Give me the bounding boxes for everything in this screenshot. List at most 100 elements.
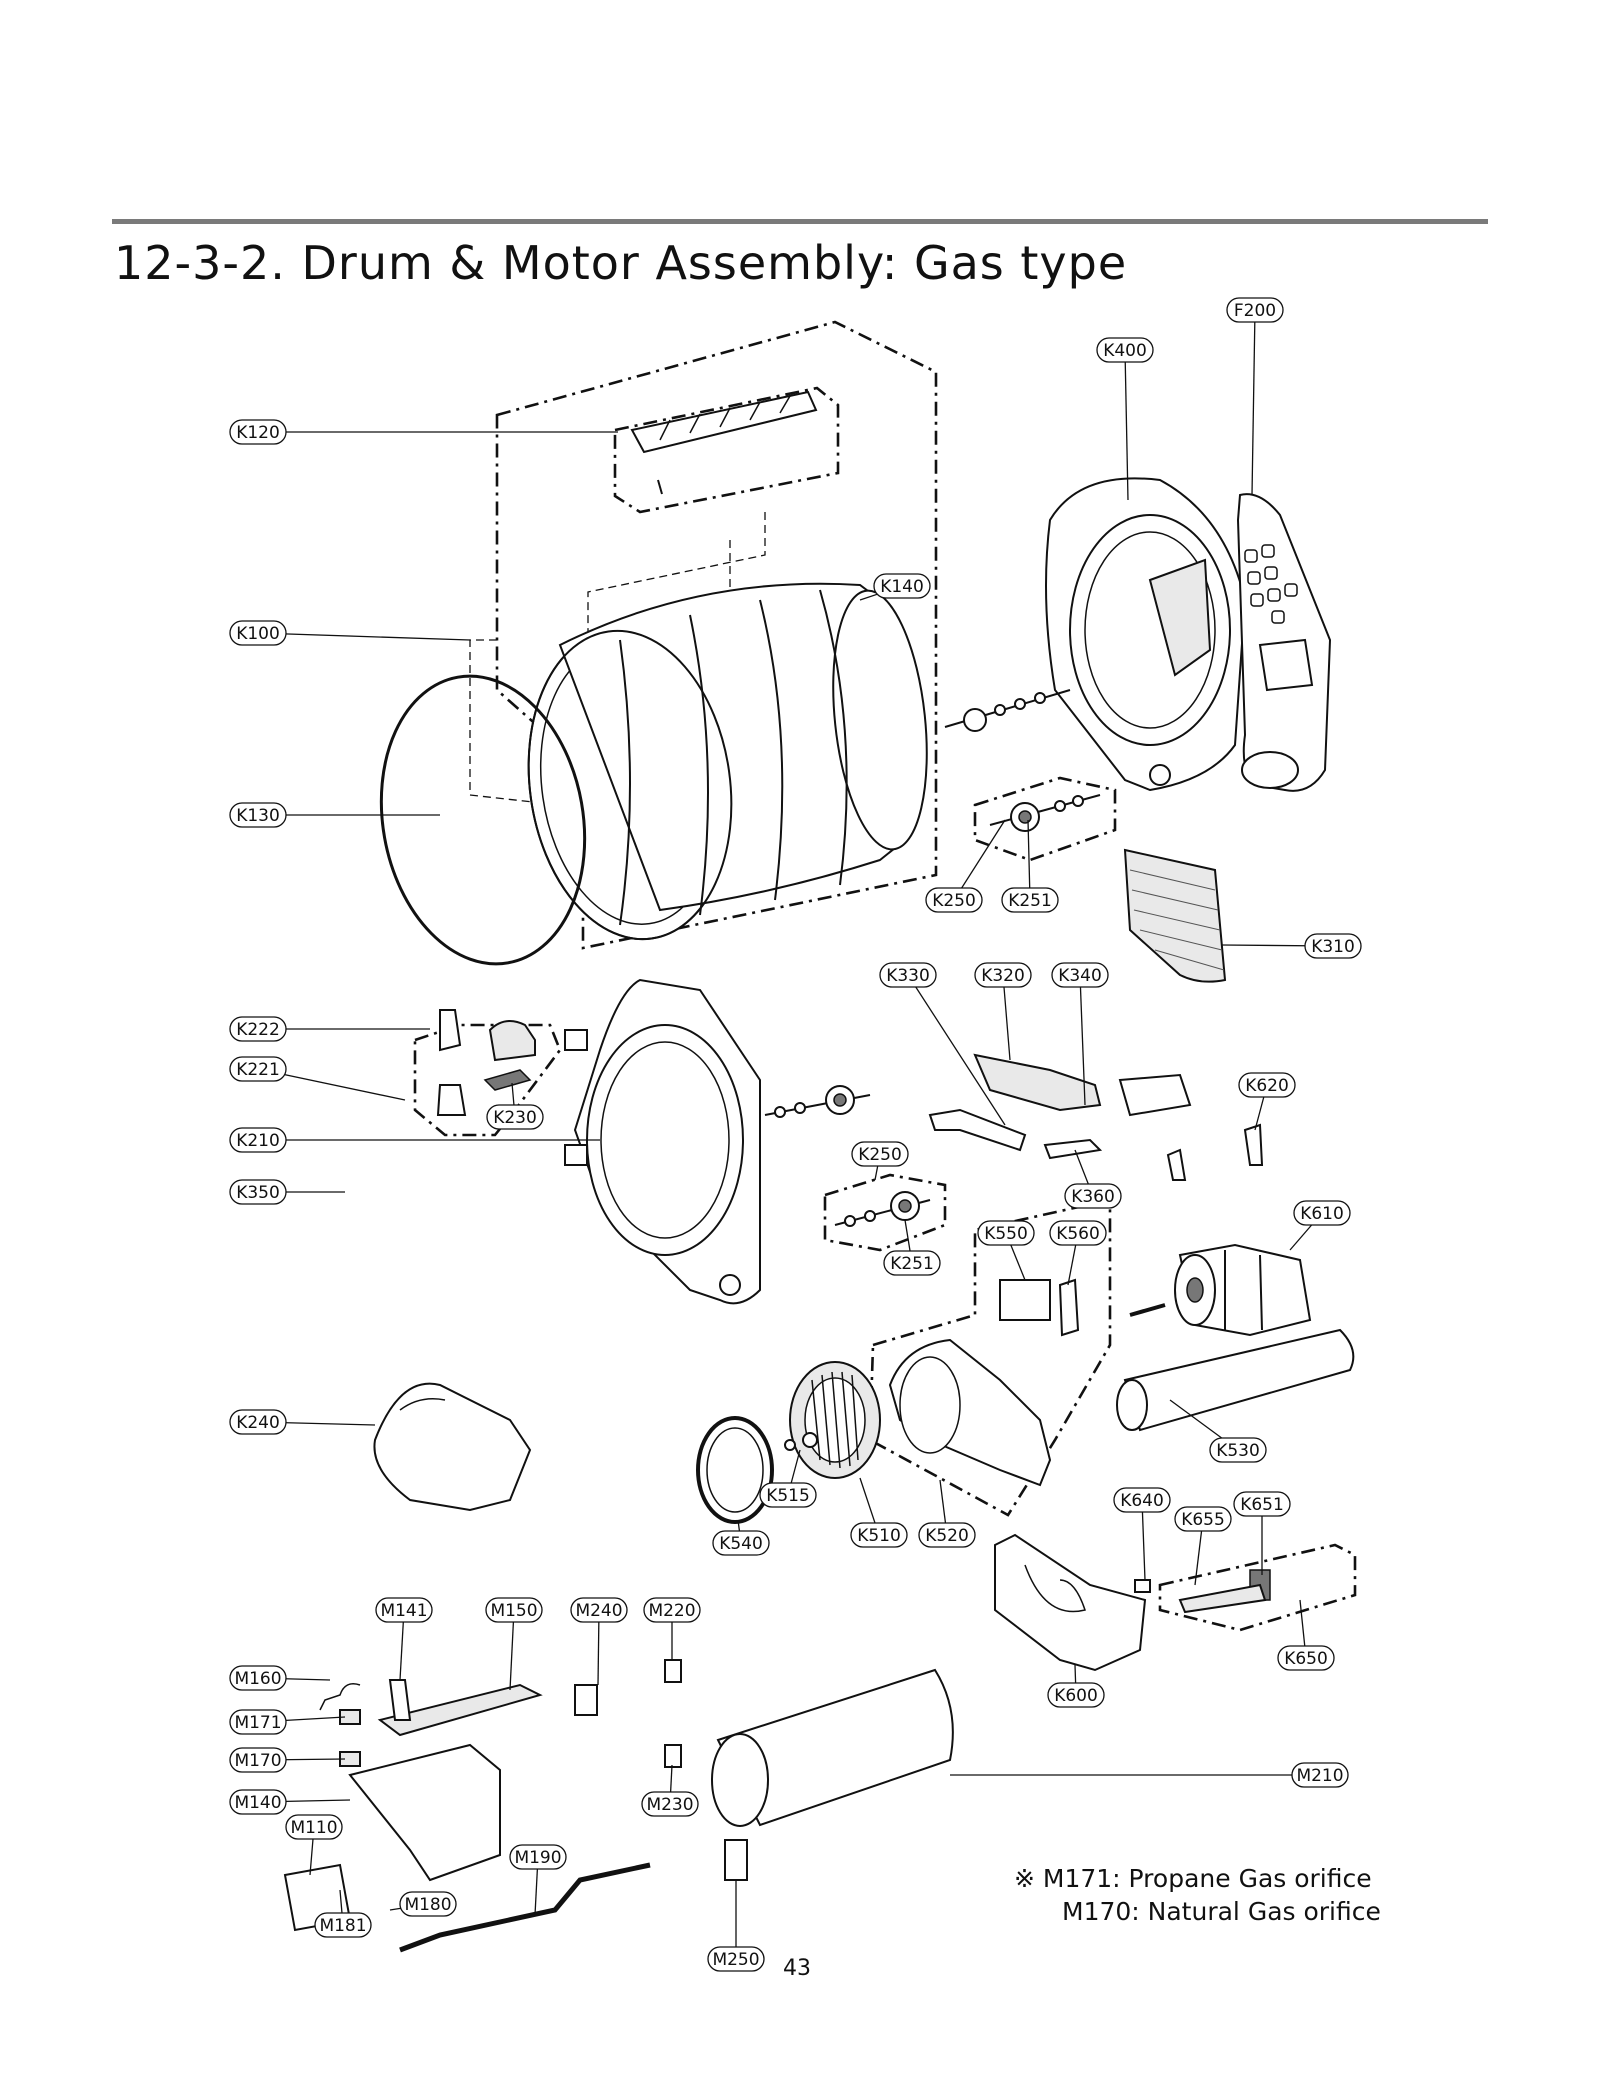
part-callout-k222: K222: [229, 1016, 287, 1042]
part-code-label: K230: [493, 1108, 537, 1128]
part-code-label: F200: [1234, 301, 1276, 321]
part-callout-k520: K520: [918, 1522, 976, 1548]
part-callout-k655: K655: [1174, 1506, 1232, 1532]
callout-bubble: [1049, 1220, 1107, 1246]
part-callout-k120: K120: [229, 419, 287, 445]
part-code-label: K610: [1300, 1204, 1344, 1224]
note-line-2: M170: Natural Gas orifice: [1062, 1897, 1381, 1926]
part-code-label: M141: [380, 1601, 427, 1621]
leader-line: [1079, 974, 1086, 1106]
callout-bubble: [1277, 1645, 1335, 1671]
leader-line: [1141, 1499, 1146, 1581]
callout-bubble: [229, 1016, 287, 1042]
callout-bubble: [1291, 1762, 1349, 1788]
part-callout-m170: M170: [229, 1747, 287, 1773]
blower: [789, 1338, 1052, 1487]
part-callout-k540: K540: [712, 1530, 770, 1556]
gas-burner: [283, 1679, 651, 1953]
part-callout-k620: K620: [1238, 1072, 1296, 1098]
part-code-label: K340: [1058, 966, 1102, 986]
part-code-label: K210: [236, 1131, 280, 1151]
callout-bubble: [643, 1597, 701, 1623]
part-callout-m181: M181: [314, 1912, 372, 1938]
callout-bubble: [1064, 1183, 1122, 1209]
callout-bubble: [229, 1789, 287, 1815]
callout-bubble: [1047, 1682, 1105, 1708]
part-callout-m150: M150: [485, 1597, 543, 1623]
part-callout-k651: K651: [1233, 1491, 1291, 1517]
part-code-label: M210: [1296, 1766, 1343, 1786]
callout-bubble: [850, 1522, 908, 1548]
sensor-bracket: [999, 1278, 1080, 1337]
callout-bubble: [1304, 933, 1362, 959]
callout-bubble: [712, 1530, 770, 1556]
callout-bubble: [873, 573, 931, 599]
part-callout-k515: K515: [759, 1482, 817, 1508]
part-code-label: K250: [932, 891, 976, 911]
callout-bubble: [1209, 1437, 1267, 1463]
part-code-label: M181: [319, 1916, 366, 1936]
front-air-duct: [373, 1382, 532, 1512]
motor-mount: [994, 1533, 1357, 1672]
part-code-label: M160: [234, 1669, 281, 1689]
part-callout-k530: K530: [1209, 1437, 1267, 1463]
part-code-label: K651: [1240, 1495, 1284, 1515]
part-code-label: M180: [404, 1895, 451, 1915]
callout-bubble: [918, 1522, 976, 1548]
part-code-label: K650: [1284, 1649, 1328, 1669]
callout-bubble: [486, 1104, 544, 1130]
part-code-label: K250: [858, 1145, 902, 1165]
callout-bubble: [229, 1747, 287, 1773]
drum-seal-ring: [379, 674, 587, 966]
part-callout-k400: K400: [1096, 337, 1154, 363]
part-code-label: K400: [1103, 341, 1147, 361]
drum: [527, 582, 928, 941]
callout-bubble: [1233, 1491, 1291, 1517]
part-callout-f200: F200: [1226, 297, 1284, 323]
part-code-label: M171: [234, 1713, 281, 1733]
part-code-label: K530: [1216, 1441, 1260, 1461]
callout-bubble: [229, 1056, 287, 1082]
part-callout-m171: M171: [229, 1709, 287, 1735]
part-callout-k650: K650: [1277, 1645, 1335, 1671]
part-code-label: K330: [886, 966, 930, 986]
leader-line: [509, 1609, 515, 1691]
callout-bubble: [1174, 1506, 1232, 1532]
part-code-label: K251: [890, 1254, 934, 1274]
callout-bubble: [879, 962, 937, 988]
callout-bubble: [977, 1220, 1035, 1246]
orifice-note: ※ M171: Propane Gas orifice M170: Natura…: [1014, 1862, 1381, 1928]
part-callout-k360: K360: [1064, 1183, 1122, 1209]
callout-bubble: [509, 1844, 567, 1870]
part-callout-m110: M110: [285, 1814, 343, 1840]
blower-group-outline: [868, 1198, 1112, 1517]
part-callout-m220: M220: [643, 1597, 701, 1623]
part-callout-m210: M210: [1291, 1762, 1349, 1788]
part-code-label: K510: [857, 1526, 901, 1546]
part-callout-m141: M141: [375, 1597, 433, 1623]
callout-bubble: [925, 887, 983, 913]
part-code-label: M220: [648, 1601, 695, 1621]
part-callout-k330: K330: [879, 962, 937, 988]
part-code-label: K550: [984, 1224, 1028, 1244]
callout-bubble: [974, 962, 1032, 988]
part-callout-m230: M230: [641, 1791, 699, 1817]
leader-line: [1251, 309, 1256, 496]
callout-bubble: [1001, 887, 1059, 913]
callout-bubble: [229, 1127, 287, 1153]
callout-bubble: [883, 1250, 941, 1276]
part-code-label: K520: [925, 1526, 969, 1546]
exhaust-pipe: [1116, 1328, 1355, 1432]
part-callout-k560: K560: [1049, 1220, 1107, 1246]
note-line-1: ※ M171: Propane Gas orifice: [1014, 1864, 1372, 1893]
part-code-label: K310: [1311, 937, 1355, 957]
part-callout-m140: M140: [229, 1789, 287, 1815]
part-callout-k140: K140: [873, 573, 931, 599]
illustration: [283, 320, 1357, 1953]
callout-bubble: [851, 1141, 909, 1167]
part-callout-k640: K640: [1113, 1487, 1171, 1513]
page-number: 43: [783, 1956, 811, 1981]
